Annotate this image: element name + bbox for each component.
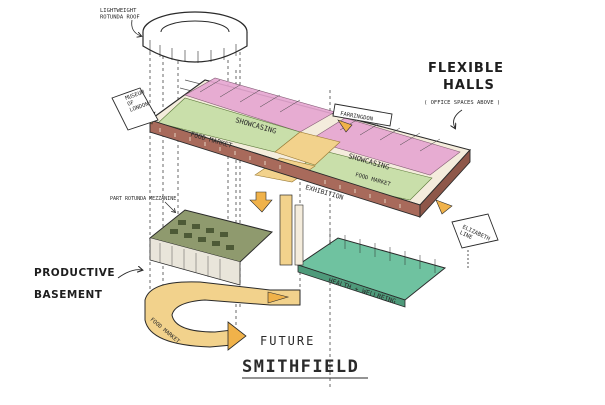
mezzanine-level	[148, 209, 274, 286]
market-hall-building	[142, 77, 472, 219]
label-office-spaces: ( OFFICE SPACES ABOVE )	[424, 100, 500, 106]
label-productive-basement: PRODUCTIVE BASEMENT	[34, 267, 119, 301]
label-flexible-halls: FLEXIBLE HALLS	[428, 61, 510, 93]
food-market-loop	[144, 281, 301, 351]
label-farringdon: FARRINGDON	[340, 111, 374, 123]
callout-farringdon: FARRINGDON	[332, 103, 393, 127]
circulation-cores	[279, 194, 304, 266]
label-part-rotunda-mezzanine: PART ROTUNDA MEZZANINE	[110, 196, 176, 202]
title-smithfield: SMITHFIELD	[242, 357, 359, 377]
callout-productive-basement: PRODUCTIVE BASEMENT	[34, 267, 142, 301]
callout-part-rotunda: PART ROTUNDA MEZZANINE	[110, 196, 176, 212]
callout-elizabeth-line: ELIZABETHLINE	[451, 213, 499, 268]
callout-museum: MUSEUMOFLONDON	[111, 87, 159, 131]
diagram-title: FUTURE SMITHFIELD	[242, 334, 368, 379]
rotunda-roof	[142, 11, 248, 63]
callout-flexible-halls: FLEXIBLE HALLS ( OFFICE SPACES ABOVE )	[424, 61, 510, 128]
health-wellbeing-hall	[296, 231, 447, 308]
title-future: FUTURE	[260, 334, 315, 348]
